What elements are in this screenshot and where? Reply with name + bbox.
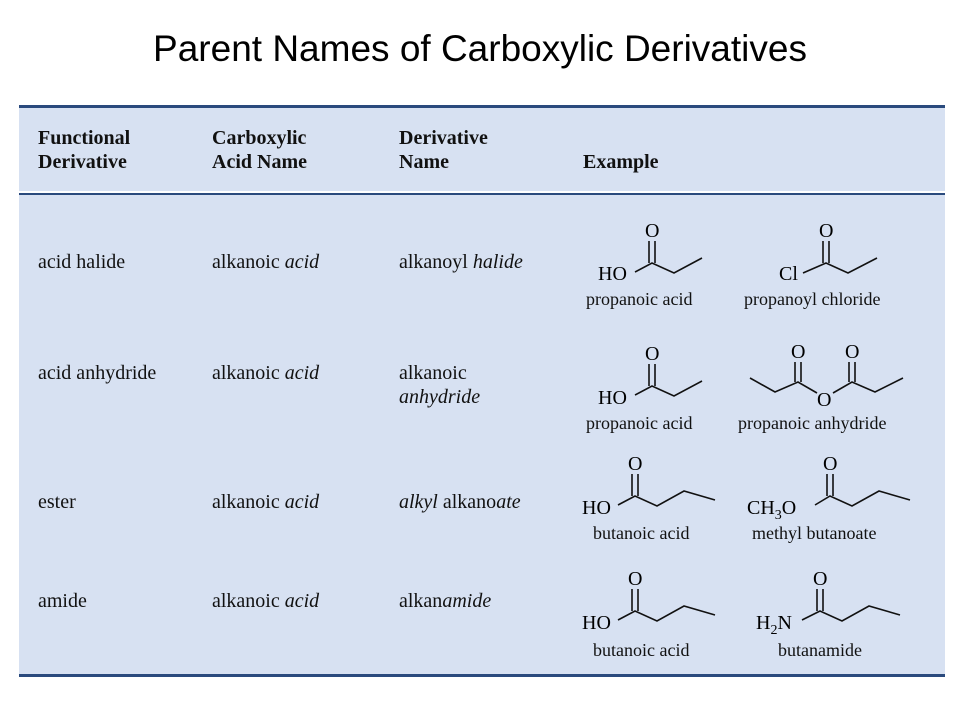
carbonyl-o-label: O — [645, 220, 659, 242]
caption-propanoic-anhydride: propanoic anhydride — [738, 413, 887, 433]
svg-text:HO: HO — [582, 497, 611, 519]
row1-derivative-name: alkanoyl halide — [399, 251, 523, 273]
svg-text:CH3O: CH3O — [747, 497, 796, 523]
row4-acid-name: alkanoic acid — [212, 590, 320, 612]
caption-propanoyl-chloride: propanoyl chloride — [744, 289, 881, 309]
caption-butanamide: butanamide — [778, 640, 862, 660]
header-separator — [19, 191, 945, 195]
page-title: Parent Names of Carboxylic Derivatives — [153, 28, 807, 69]
butanamide-structure: O H2N — [756, 568, 901, 638]
row1-functional: acid halide — [38, 251, 126, 273]
svg-text:Cl: Cl — [779, 263, 798, 285]
row1-acid-name: alkanoic acid — [212, 251, 320, 273]
propanoic-acid-structure-2: O HO — [598, 343, 703, 409]
carbonyl-o-right: O — [845, 341, 859, 363]
svg-text:O: O — [819, 220, 833, 242]
row3-acid-name: alkanoic acid — [212, 491, 320, 513]
carbonyl-o-left: O — [791, 341, 805, 363]
row3-functional: ester — [38, 491, 76, 513]
svg-text:HO: HO — [582, 612, 611, 634]
caption-butanoic-acid: butanoic acid — [593, 523, 690, 543]
svg-text:O: O — [823, 453, 837, 475]
row3-derivative-name: alkyl alkanoate — [399, 491, 521, 513]
hydroxyl-label: HO — [598, 263, 627, 285]
propanoyl-chloride-structure: O Cl — [779, 220, 878, 285]
row4-functional: amide — [38, 590, 87, 612]
row2-functional: acid anhydride — [38, 362, 157, 384]
svg-text:O: O — [813, 568, 827, 590]
caption-methyl-butanoate: methyl butanoate — [752, 523, 877, 543]
butanoic-acid-structure-2: O HO — [582, 568, 716, 634]
row4-derivative-name: alkanamide — [399, 590, 492, 612]
svg-text:O: O — [628, 568, 642, 590]
table-panel — [19, 105, 945, 677]
svg-text:HO: HO — [598, 387, 627, 409]
svg-text:O: O — [645, 343, 659, 365]
row2-acid-name: alkanoic acid — [212, 362, 320, 384]
methyl-butanoate-structure: O CH3O — [747, 453, 911, 523]
bridging-o: O — [817, 389, 831, 411]
propanoic-anhydride-structure: O O O — [749, 341, 904, 411]
caption-butanoic-acid-2: butanoic acid — [593, 640, 690, 660]
caption-propanoic-acid: propanoic acid — [586, 289, 693, 309]
header-example: Example — [583, 151, 659, 173]
propanoic-acid-structure: O HO — [598, 220, 703, 285]
svg-text:O: O — [628, 453, 642, 475]
butanoic-acid-structure: O HO — [582, 453, 716, 519]
svg-text:H2N: H2N — [756, 612, 792, 638]
caption-propanoic-acid-2: propanoic acid — [586, 413, 693, 433]
